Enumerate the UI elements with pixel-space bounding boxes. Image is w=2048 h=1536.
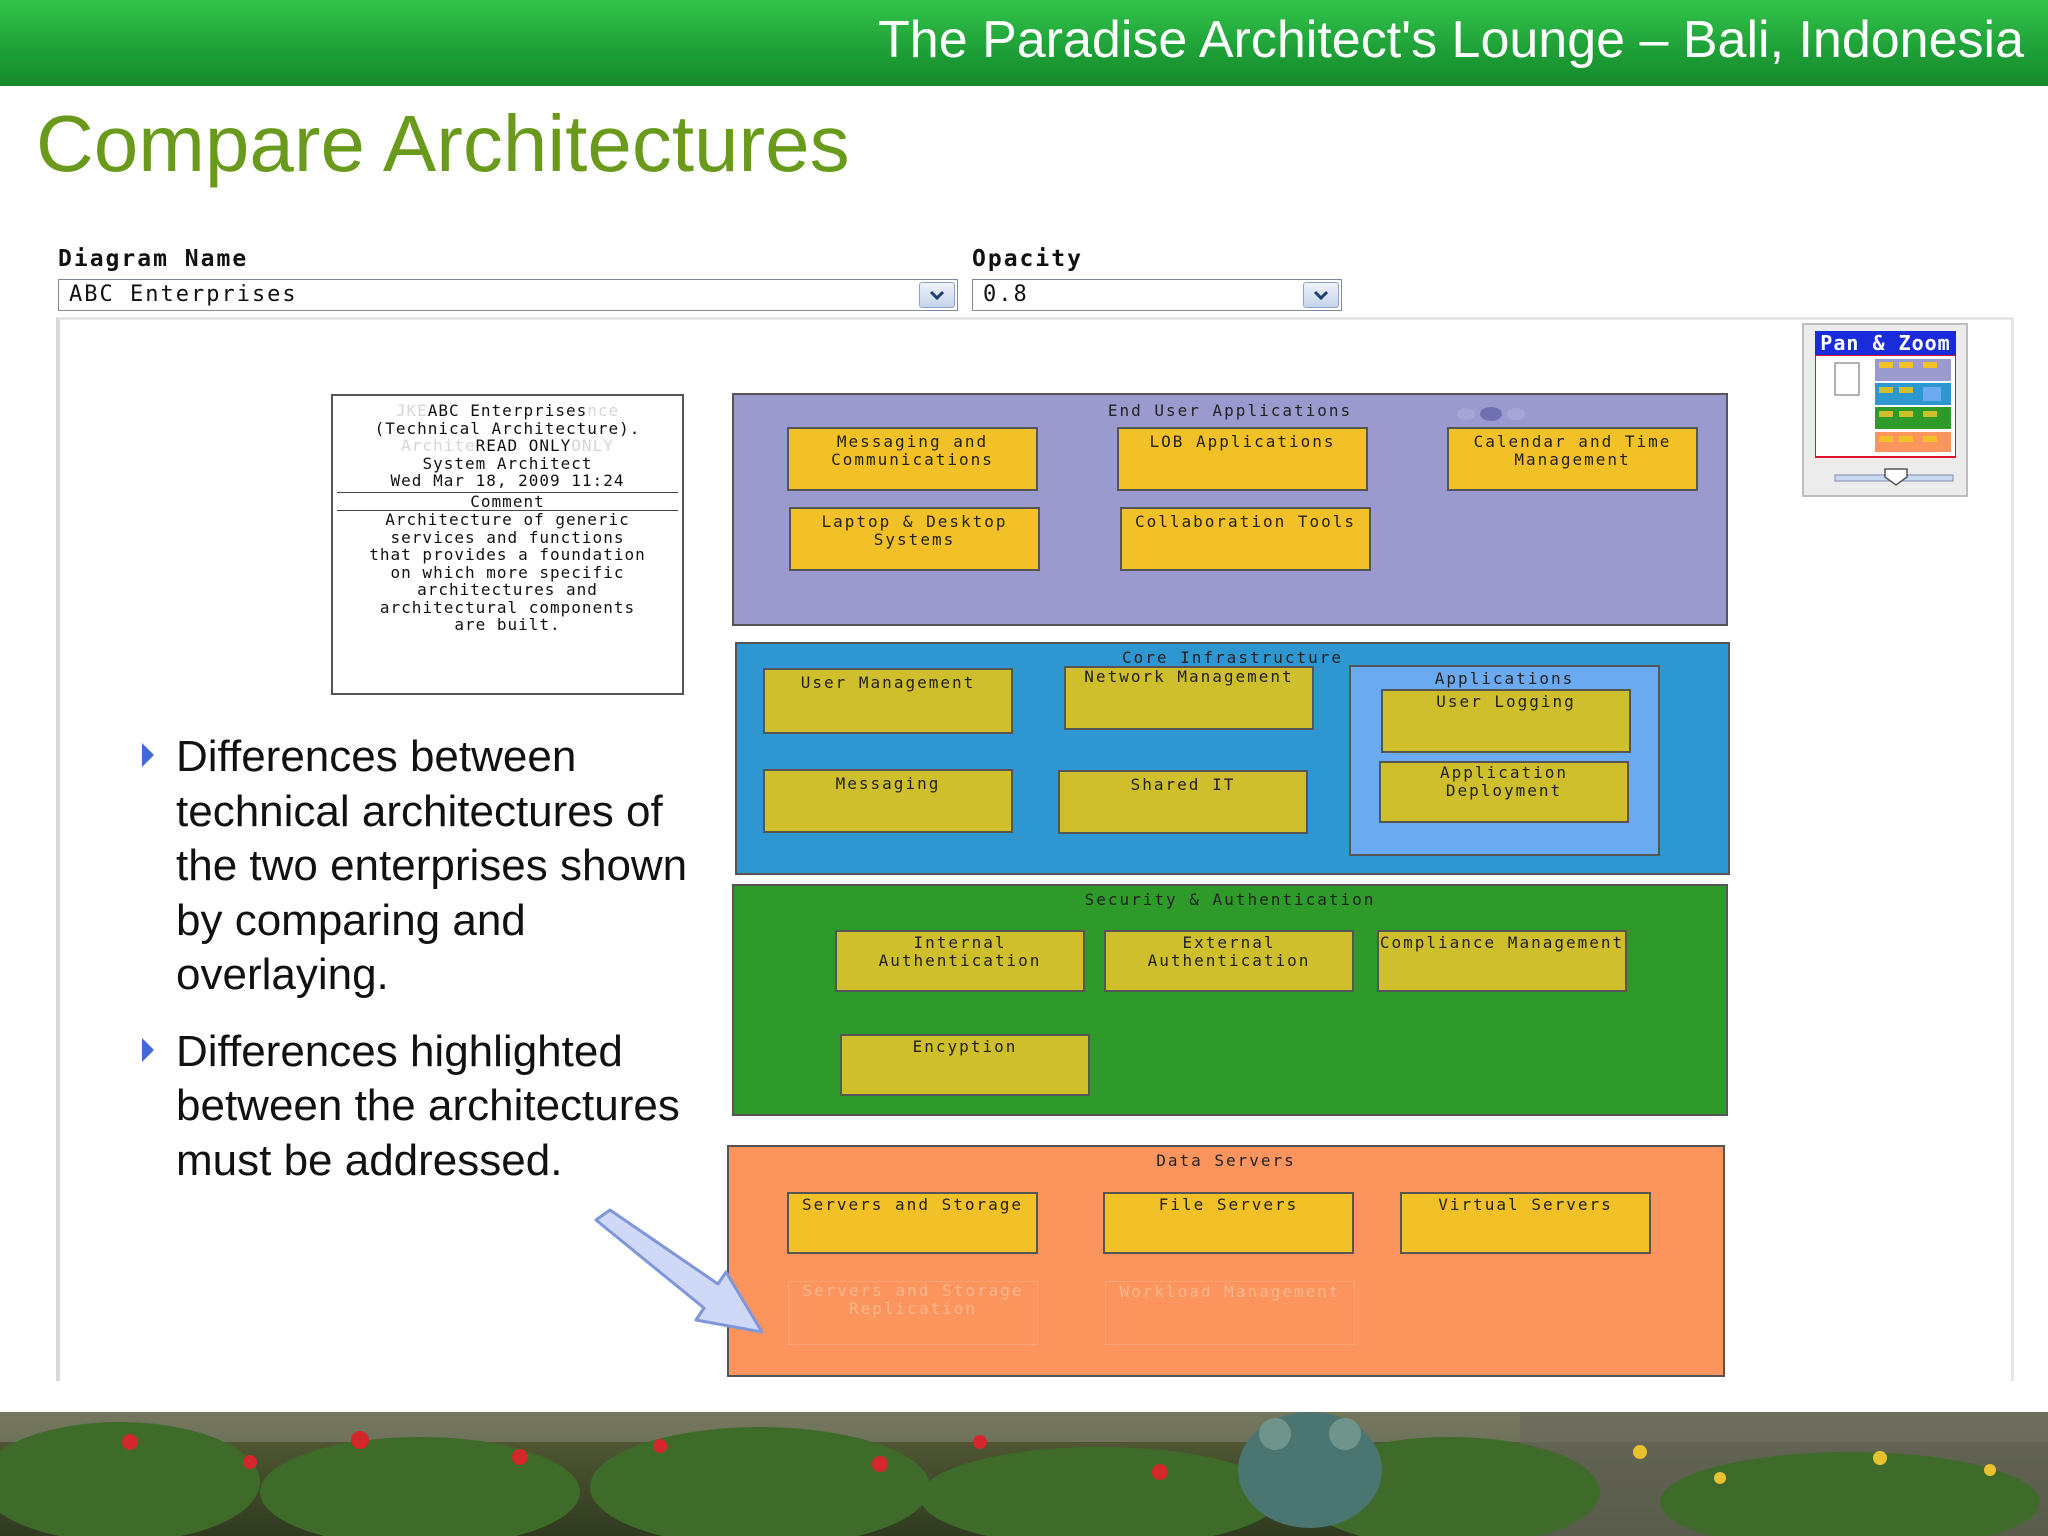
component-box[interactable]: Encyption — [840, 1034, 1090, 1096]
group-title: Applications — [1434, 669, 1575, 688]
component-box[interactable]: Messaging — [763, 769, 1013, 833]
bullet-item: Differences between technical architectu… — [140, 730, 700, 1003]
component-box[interactable]: Virtual Servers — [1400, 1192, 1651, 1254]
ghost-text: nce — [587, 401, 620, 420]
header-bar: The Paradise Architect's Lounge – Bali, … — [0, 0, 2048, 86]
component-box[interactable]: Calendar and Time Management — [1447, 427, 1698, 491]
minimap-icon[interactable] — [1815, 355, 1956, 491]
callout-arrow-icon — [594, 1208, 764, 1334]
component-box[interactable]: Shared IT — [1058, 770, 1308, 834]
info-comment-line: are built. — [454, 615, 561, 634]
ghost-text: ONLY — [571, 436, 614, 455]
chevron-down-icon[interactable] — [919, 282, 955, 308]
component-box[interactable]: External Authentication — [1104, 930, 1354, 992]
layer-title: End User Applications — [1107, 401, 1353, 420]
opacity-select[interactable]: 0.8 — [972, 279, 1342, 311]
component-box[interactable]: Compliance Management — [1377, 930, 1627, 992]
info-comment-line: Architecture of generic — [385, 510, 630, 529]
garden-photo — [0, 1412, 2048, 1536]
ghost-component-box[interactable]: Servers and Storage Replication — [788, 1281, 1038, 1345]
info-comment-label: Comment — [470, 491, 545, 511]
diagram-name-select[interactable]: ABC Enterprises — [58, 279, 958, 311]
component-box[interactable]: Messaging and Communications — [787, 427, 1038, 491]
info-enterprise-name: ABC Enterprises — [427, 401, 588, 420]
bullet-triangle-icon — [142, 1037, 154, 1062]
info-timestamp: Wed Mar 18, 2009 11:24 — [390, 471, 625, 490]
divider — [337, 491, 678, 493]
page-title: Compare Architectures — [36, 99, 850, 188]
layer-core-infrastructure[interactable]: Core Infrastructure User Management Netw… — [735, 642, 1730, 875]
info-comment-line: that provides a foundation — [369, 545, 646, 564]
component-box[interactable]: Network Management — [1064, 666, 1314, 730]
bullet-text: Differences highlighted between the arch… — [176, 1026, 680, 1185]
diagram-info-card: JKEABC Enterprisesnce (Technical Archite… — [331, 394, 684, 695]
layer-title: Security & Authentication — [1084, 890, 1376, 909]
component-box[interactable]: Internal Authentication — [835, 930, 1085, 992]
pan-zoom-panel[interactable]: Pan & Zoom — [1802, 323, 1968, 497]
divider — [337, 510, 678, 511]
pan-zoom-title: Pan & Zoom — [1815, 331, 1956, 355]
header-title: The Paradise Architect's Lounge – Bali, … — [878, 11, 2024, 69]
layer-title: Core Infrastructure — [1121, 648, 1344, 667]
ghost-component-box[interactable]: Workload Management — [1105, 1281, 1355, 1345]
diagram-name-value: ABC Enterprises — [69, 282, 298, 307]
bullet-item: Differences highlighted between the arch… — [140, 1025, 700, 1189]
component-box[interactable]: Servers and Storage — [787, 1192, 1038, 1254]
bullet-list: Differences between technical architectu… — [140, 730, 700, 1210]
bullet-triangle-icon — [142, 743, 154, 767]
component-box[interactable]: User Logging — [1381, 689, 1631, 753]
ghost-text: Archite — [401, 436, 476, 455]
group-applications[interactable]: Applications User Logging Application De… — [1349, 665, 1660, 856]
info-comment-line: services and functions — [390, 527, 625, 547]
layer-security-authentication[interactable]: Security & Authentication Internal Authe… — [732, 884, 1728, 1116]
layer-end-user-applications[interactable]: End User Applications Messaging and Comm… — [732, 393, 1728, 626]
info-read-only: READ ONLY — [475, 436, 572, 455]
overlay-dots-icon — [1457, 407, 1525, 421]
component-box[interactable]: Laptop & Desktop Systems — [789, 507, 1040, 571]
chevron-down-icon[interactable] — [1303, 282, 1339, 308]
layer-data-servers[interactable]: Data Servers Servers and Storage File Se… — [727, 1145, 1725, 1377]
component-box[interactable]: LOB Applications — [1117, 427, 1368, 491]
component-box[interactable]: File Servers — [1103, 1192, 1354, 1254]
diagram-name-label: Diagram Name — [58, 246, 249, 272]
layer-title: Data Servers — [1156, 1151, 1296, 1170]
component-box[interactable]: User Management — [763, 668, 1013, 734]
info-comment-line: on which more specific — [390, 562, 625, 582]
bullet-text: Differences between technical architectu… — [176, 732, 688, 999]
opacity-value: 0.8 — [983, 282, 1029, 307]
component-box[interactable]: Collaboration Tools — [1120, 507, 1371, 571]
info-comment-line: architectural components — [379, 597, 636, 617]
opacity-label: Opacity — [972, 246, 1083, 272]
info-comment-line: architectures and — [417, 580, 598, 599]
info-architecture-type: (Technical Architecture). — [374, 418, 641, 438]
ghost-text: JKE — [395, 401, 428, 420]
component-box[interactable]: Application Deployment — [1379, 761, 1629, 823]
info-owner: System Architect — [422, 453, 593, 473]
